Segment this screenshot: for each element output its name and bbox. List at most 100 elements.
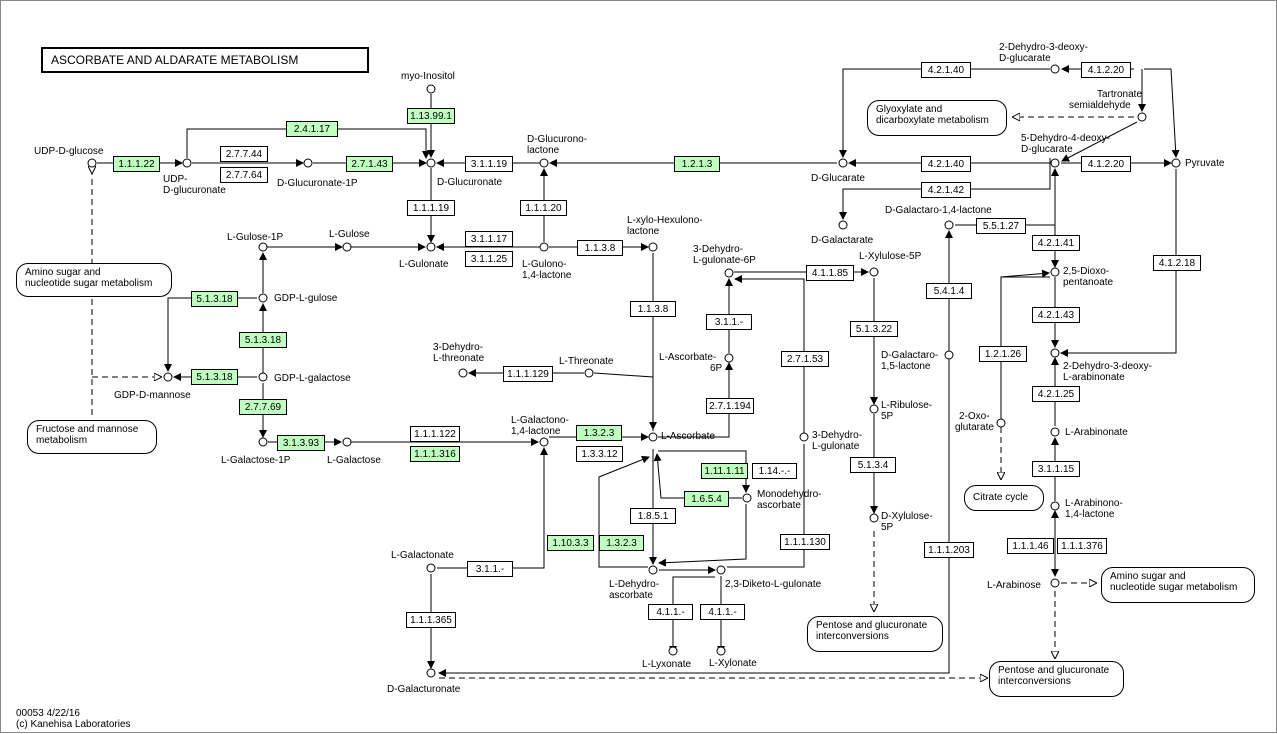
compound-galactaro-15-lactone[interactable]: D-Galactaro-: [881, 350, 939, 361]
compound-glucuronate-1p[interactable]: D-Glucuronate-1P: [277, 178, 358, 189]
compound-ascorbate-6p[interactable]: L-Ascorbate-: [659, 352, 717, 363]
enzyme-box[interactable]: 5.1.3.18: [239, 332, 287, 348]
compound-galactonolactone-2[interactable]: 1,4-lactone: [511, 426, 561, 437]
compound-udp-glucuronate[interactable]: UDP-: [163, 174, 188, 185]
compound-l-galactonate[interactable]: L-Galactonate: [391, 550, 454, 561]
compound-dehydro-deoxy-glucarate[interactable]: 2-Dehydro-3-deoxy-: [999, 42, 1088, 53]
enzyme-box[interactable]: 3.1.3.93: [277, 435, 325, 451]
enzyme-box[interactable]: 5.1.3.18: [191, 369, 238, 385]
enzyme-box[interactable]: 1.1.1.19: [407, 200, 455, 216]
enzyme-box[interactable]: 4.1.1.85: [806, 265, 854, 281]
enzyme-box[interactable]: 4.2.1.40: [921, 156, 971, 172]
enzyme-box[interactable]: 4.2.1.41: [1032, 235, 1080, 251]
compound-l-gulose[interactable]: L-Gulose: [329, 229, 370, 240]
enzyme-box[interactable]: 1.1.1.316: [410, 446, 460, 462]
compound-arabinonolactone-2[interactable]: 1,4-lactone: [1065, 509, 1115, 520]
enzyme-box[interactable]: 1.2.1.26: [979, 346, 1027, 362]
compound-dehydro-deoxy-glucarate5[interactable]: 5-Dehydro-4-deoxy-: [1021, 133, 1110, 144]
compound-dehydro-arabinonate[interactable]: 2-Dehydro-3-deoxy-: [1063, 361, 1152, 372]
compound-galactaro-15-lactone-2[interactable]: 1,5-lactone: [881, 361, 931, 372]
compound-l-gulonolactone[interactable]: L-Gulono-: [522, 259, 567, 270]
enzyme-box[interactable]: 4.1.1.-: [700, 604, 745, 620]
enzyme-box[interactable]: 5.1.3.22: [850, 321, 898, 337]
enzyme-box[interactable]: 3.1.1.-: [706, 314, 752, 330]
enzyme-box[interactable]: 4.2.1.40: [921, 62, 971, 78]
map-fructose-mannose[interactable]: Fructose and mannose metabolism: [27, 420, 157, 454]
compound-dehydro-deoxy-glucarate5-2[interactable]: D-glucarate: [1021, 144, 1073, 155]
enzyme-box[interactable]: 1.8.5.1: [630, 508, 676, 524]
compound-l-gulonolactone-2[interactable]: 1,4-lactone: [522, 270, 572, 281]
map-citrate-cycle[interactable]: Citrate cycle: [964, 485, 1044, 511]
compound-galactonolactone[interactable]: L-Galactono-: [511, 415, 569, 426]
compound-gdp-d-mannose[interactable]: GDP-D-mannose: [114, 390, 191, 401]
compound-pyruvate[interactable]: Pyruvate: [1185, 158, 1225, 169]
enzyme-box[interactable]: 5.4.1.4: [926, 283, 972, 299]
enzyme-box[interactable]: 4.1.2.18: [1153, 255, 1201, 271]
enzyme-box[interactable]: 2.7.1.194: [706, 398, 754, 414]
enzyme-box[interactable]: 2.7.7.44: [220, 146, 268, 162]
compound-diketo-gulonate[interactable]: 2,3-Diketo-L-gulonate: [725, 579, 822, 590]
enzyme-box[interactable]: 1.1.3.8: [577, 240, 623, 256]
compound-udp-glucose[interactable]: UDP-D-glucose: [34, 146, 104, 157]
compound-l-dehydroascorbate-2[interactable]: ascorbate: [609, 590, 653, 601]
enzyme-box[interactable]: 1.3.2.3: [599, 535, 644, 551]
enzyme-box[interactable]: 1.1.1.203: [924, 542, 974, 558]
compound-d-galacturonate[interactable]: D-Galacturonate: [387, 684, 461, 695]
compound-gdp-l-galactose[interactable]: GDP-L-galactose: [274, 373, 351, 384]
compound-udp-glucuronate-2[interactable]: D-glucuronate: [163, 185, 226, 196]
compound-l-threonate[interactable]: L-Threonate: [559, 356, 614, 367]
enzyme-box[interactable]: 1.1.1.122: [410, 426, 460, 442]
compound-dioxopentanoate-2[interactable]: pentanoate: [1063, 277, 1114, 288]
compound-tartronate-semialdehyde[interactable]: Tartronate: [1097, 89, 1143, 100]
compound-d-galactarate[interactable]: D-Galactarate: [811, 235, 874, 246]
enzyme-box[interactable]: 1.1.1.20: [520, 200, 567, 216]
map-amino-sugar-right[interactable]: Amino sugar and nucleotide sugar metabol…: [1101, 567, 1255, 603]
enzyme-box[interactable]: 1.3.3.12: [576, 446, 623, 462]
compound-l-galactose-1p[interactable]: L-Galactose-1P: [221, 455, 291, 466]
compound-arabinonolactone[interactable]: L-Arabinono-: [1065, 498, 1123, 509]
compound-l-dehydroascorbate[interactable]: L-Dehydro-: [609, 579, 660, 590]
compound-d-xylulose-5p-2[interactable]: 5P: [881, 522, 894, 533]
map-pentose-glucuronate-right[interactable]: Pentose and glucuronate interconversions: [989, 661, 1124, 697]
enzyme-box[interactable]: 2.7.1.43: [346, 156, 393, 172]
compound-l-lyxonate[interactable]: L-Lyxonate: [642, 659, 692, 670]
enzyme-box[interactable]: 1.10.3.3: [547, 535, 594, 551]
enzyme-box[interactable]: 2.7.7.69: [239, 399, 287, 415]
compound-dehydro-gulonate-6p[interactable]: 3-Dehydro-: [693, 244, 744, 255]
enzyme-box[interactable]: 1.1.1.376: [1057, 538, 1107, 554]
compound-tartronate-semialdehyde-2[interactable]: semialdehyde: [1069, 100, 1131, 111]
compound-l-ribulose-5p-2[interactable]: 5P: [881, 411, 894, 422]
enzyme-box[interactable]: 1.1.1.46: [1007, 538, 1054, 554]
map-pentose-glucuronate-mid[interactable]: Pentose and glucuronate interconversions: [807, 616, 943, 652]
compound-glucuronolactone-2[interactable]: lactone: [527, 145, 560, 156]
compound-d-glucuronate[interactable]: D-Glucuronate: [437, 177, 503, 188]
map-amino-sugar-left[interactable]: Amino sugar and nucleotide sugar metabol…: [16, 263, 172, 297]
compound-dehydro-gulonate[interactable]: 3-Dehydro-: [812, 430, 863, 441]
enzyme-box[interactable]: 3.1.1.15: [1032, 461, 1080, 477]
enzyme-box[interactable]: 2.7.1.53: [781, 351, 829, 367]
enzyme-box[interactable]: 1.3.2.3: [576, 425, 622, 441]
enzyme-box[interactable]: 5.1.3.4: [850, 457, 896, 473]
enzyme-box[interactable]: 5.1.3.18: [191, 291, 238, 307]
compound-l-gulonate[interactable]: L-Gulonate: [399, 259, 449, 270]
compound-glucuronolactone[interactable]: D-Glucurono-: [527, 134, 588, 145]
enzyme-box[interactable]: 3.1.1.-: [467, 561, 513, 577]
compound-dehydro-deoxy-glucarate-2[interactable]: D-glucarate: [999, 53, 1051, 64]
compound-d-xylulose-5p[interactable]: D-Xylulose-: [881, 511, 933, 522]
compound-l-xylulose-5p[interactable]: L-Xylulose-5P: [859, 251, 922, 262]
compound-galactaro-14-lactone[interactable]: D-Galactaro-1,4-lactone: [885, 205, 992, 216]
enzyme-box[interactable]: 1.1.1.22: [113, 156, 160, 172]
enzyme-box[interactable]: 2.4.1.17: [286, 121, 338, 137]
compound-oxoglutarate-2[interactable]: glutarate: [955, 422, 994, 433]
enzyme-box[interactable]: 3.1.1.25: [465, 251, 513, 267]
compound-l-xylonate[interactable]: L-Xylonate: [709, 658, 757, 669]
compound-monodehydroascorbate[interactable]: Monodehydro-: [757, 489, 822, 500]
enzyme-box[interactable]: 1.13.99.1: [407, 108, 455, 124]
enzyme-box[interactable]: 1.1.3.8: [630, 301, 676, 317]
enzyme-box[interactable]: 4.2.1.25: [1032, 386, 1080, 402]
enzyme-box[interactable]: 1.6.5.4: [684, 491, 729, 507]
compound-dehydro-gulonate-2[interactable]: L-gulonate: [812, 441, 860, 452]
compound-dehydro-threonate[interactable]: 3-Dehydro-: [433, 342, 484, 353]
enzyme-box[interactable]: 2.7.7.64: [220, 167, 268, 183]
enzyme-box[interactable]: 1.1.1.365: [406, 612, 456, 628]
